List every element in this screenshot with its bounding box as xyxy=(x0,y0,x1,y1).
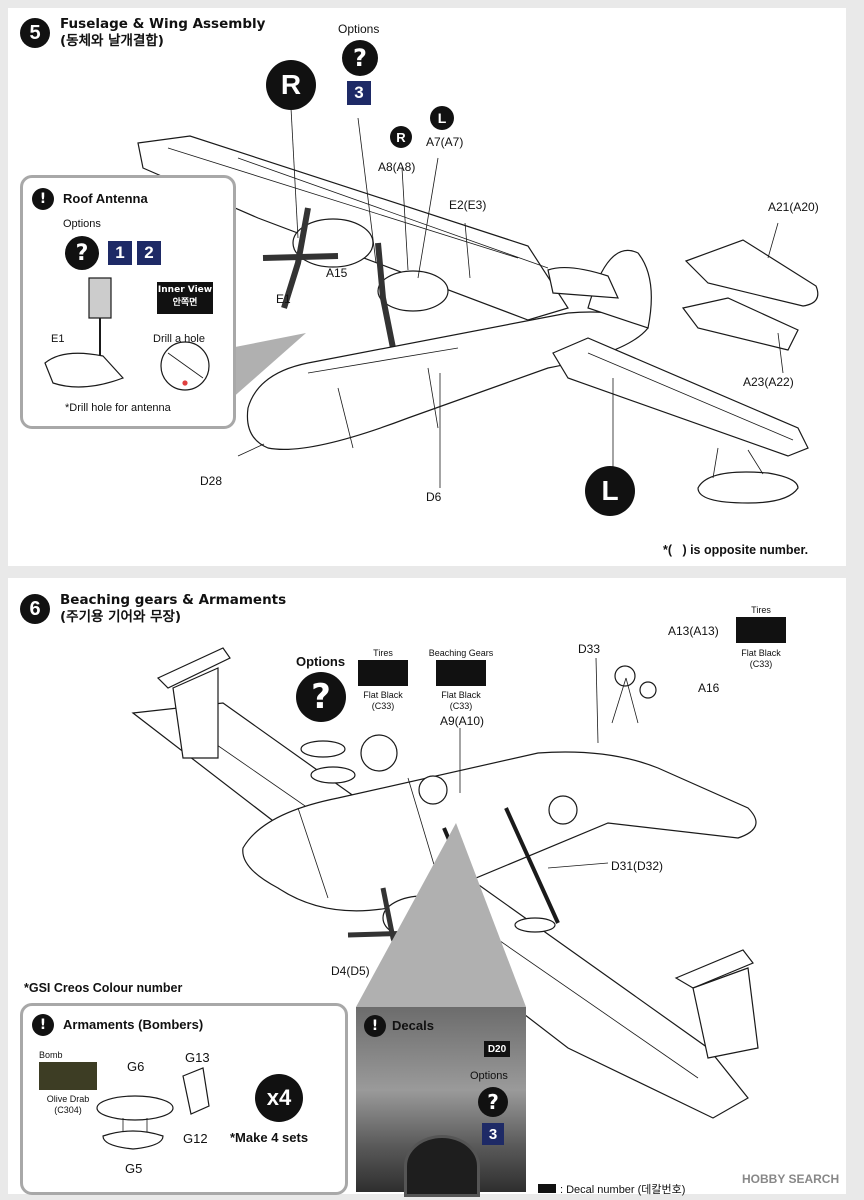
step-title: Fuselage & Wing Assembly (동체와 날개결합) xyxy=(60,16,265,50)
opposite-number-note: *( ) is opposite number. xyxy=(663,543,809,557)
hobby-search-watermark: HOBBY SEARCH xyxy=(742,1172,840,1186)
question-icon: ? xyxy=(342,40,378,76)
callout-part-e1: E1 xyxy=(51,333,65,345)
step-title-ko: (동체와 날개결합) xyxy=(60,33,164,49)
callout-title: Roof Antenna xyxy=(63,191,148,206)
swatch-tires-code: (C33) xyxy=(749,659,773,669)
part-label-d33: D33 xyxy=(578,642,601,656)
part-label-a9: A9(A10) xyxy=(440,714,485,728)
question-icon: ? xyxy=(296,672,346,722)
part-label-d4: D4(D5) xyxy=(331,964,370,978)
swatch-tires-title: Tires xyxy=(751,605,771,615)
part-label-g6: G6 xyxy=(127,1059,145,1074)
swatch-tires-name: Flat Black xyxy=(741,648,781,658)
alert-icon: ! xyxy=(32,1014,54,1036)
flat-black-swatch xyxy=(736,617,786,643)
drill-diagram xyxy=(44,277,210,391)
part-label-g5: G5 xyxy=(125,1161,143,1176)
alert-icon: ! xyxy=(32,188,54,210)
part-label-a8: A8(A8) xyxy=(378,160,416,174)
roof-antenna-callout: ! Roof Antenna Options ? 1 2 Inner View … xyxy=(20,175,236,429)
part-label-a21: A21(A20) xyxy=(768,200,819,214)
drill-hole-label: Drill a hole xyxy=(153,333,205,345)
step-title-en: Fuselage & Wing Assembly xyxy=(60,16,266,32)
option-1-badge: 1 xyxy=(108,241,132,265)
decal-legend-swatch xyxy=(538,1184,556,1193)
flat-black-swatch xyxy=(358,660,408,686)
swatch-tires-code: (C33) xyxy=(371,701,395,711)
step-number: 6 xyxy=(20,594,50,624)
bomb-color-name: Olive Drab xyxy=(46,1094,90,1104)
part-label-d28: D28 xyxy=(200,474,223,488)
bomb-label: Bomb xyxy=(39,1050,63,1060)
right-side-badge-small: R xyxy=(390,126,412,148)
fuselage-wing-drawing xyxy=(137,107,819,504)
step-title-en: Beaching gears & Armaments xyxy=(60,592,287,608)
gsi-colour-note: *GSI Creos Colour number xyxy=(24,981,183,995)
multiplier-badge: x4 xyxy=(255,1074,303,1122)
inner-view-en: Inner View xyxy=(157,285,213,295)
option-number-badge: 3 xyxy=(347,81,371,105)
decals-title: Decals xyxy=(392,1018,434,1033)
armaments-callout: ! Armaments (Bombers) Bomb Olive Drab (C… xyxy=(20,1003,348,1195)
flat-black-swatch xyxy=(436,660,486,686)
part-label-g13: G13 xyxy=(185,1050,210,1065)
inner-view-tag: Inner View 안쪽면 xyxy=(157,282,213,314)
options-label: Options xyxy=(338,22,380,36)
callout-title: Armaments (Bombers) xyxy=(63,1017,204,1032)
part-label-d6: D6 xyxy=(426,490,442,504)
decal-legend: : Decal number (데칼번호) xyxy=(560,1184,686,1196)
bomb-assembly-drawing xyxy=(96,1067,210,1150)
decals-photo: ! Decals D20 Options ? 3 xyxy=(356,1007,526,1197)
part-label-e1: E1 xyxy=(276,292,291,306)
step-title-ko: (주기용 기어와 무장) xyxy=(60,609,182,625)
part-label-g12: G12 xyxy=(183,1131,208,1146)
options-label: Options xyxy=(296,654,346,669)
question-icon: ? xyxy=(65,236,99,270)
decal-d20-tag: D20 xyxy=(484,1041,510,1057)
step-6-panel: 6 Beaching gears & Armaments (주기용 기어와 무장… xyxy=(8,578,846,1197)
part-label-a13: A13(A13) xyxy=(668,624,719,638)
step-title: Beaching gears & Armaments (주기용 기어와 무장) xyxy=(60,592,286,626)
beaching-gears-drawing xyxy=(131,647,759,1119)
callout-options-label: Options xyxy=(63,218,101,230)
decals-options-label: Options xyxy=(470,1070,508,1082)
olive-drab-swatch xyxy=(39,1062,97,1090)
part-label-a7: A7(A7) xyxy=(426,135,464,149)
alert-icon: ! xyxy=(364,1015,386,1037)
swatch-tires-title: Tires xyxy=(373,648,393,658)
right-side-badge: R xyxy=(266,60,316,110)
part-label-a15: A15 xyxy=(326,266,348,280)
option-2-badge: 2 xyxy=(137,241,161,265)
inner-view-ko: 안쪽면 xyxy=(172,298,198,308)
swatch-beaching-title: Beaching Gears xyxy=(428,648,494,658)
left-side-badge-small: L xyxy=(430,106,454,130)
question-icon: ? xyxy=(478,1087,508,1117)
step-5-panel: 5 Fuselage & Wing Assembly (동체와 날개결합) Op… xyxy=(8,8,846,566)
step-number: 5 xyxy=(20,18,50,48)
part-label-d31: D31(D32) xyxy=(611,859,664,873)
bomb-color-code: (C304) xyxy=(54,1105,82,1115)
swatch-beaching-code: (C33) xyxy=(449,701,473,711)
part-label-a23: A23(A22) xyxy=(743,375,794,389)
option-number-badge: 3 xyxy=(482,1123,504,1145)
swatch-tires-name: Flat Black xyxy=(363,690,403,700)
tire-photo xyxy=(404,1135,480,1197)
part-label-a16: A16 xyxy=(698,681,720,695)
part-label-e2: E2(E3) xyxy=(449,198,487,212)
left-side-badge: L xyxy=(585,466,635,516)
make-sets-note: *Make 4 sets xyxy=(230,1130,309,1145)
drill-note: *Drill hole for antenna xyxy=(65,402,171,414)
swatch-beaching-name: Flat Black xyxy=(441,690,481,700)
